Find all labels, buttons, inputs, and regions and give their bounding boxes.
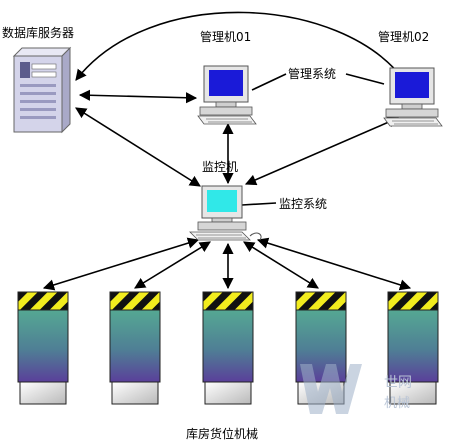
link-monitor-rack2 bbox=[134, 241, 211, 289]
label-mgmt-pc-02: 管理机02 bbox=[378, 30, 430, 44]
label-db-server: 数据库服务器 bbox=[2, 26, 75, 40]
rack-3 bbox=[202, 291, 254, 405]
watermark-text-top: 世网 bbox=[384, 375, 412, 391]
label-mgmt-system: 管理系统 bbox=[288, 67, 337, 81]
link-mgmt02-monitor bbox=[244, 116, 400, 186]
mgmt-pc-02 bbox=[383, 67, 443, 127]
arc-server-to-mgmt02 bbox=[75, 11, 405, 81]
leader-mgmt-system-02 bbox=[345, 73, 385, 85]
db-server bbox=[12, 46, 72, 134]
watermark-logo bbox=[300, 364, 362, 414]
label-monitor-pc: 监控机 bbox=[202, 160, 239, 174]
label-mgmt-pc-01: 管理机01 bbox=[200, 30, 252, 44]
label-monitor-system: 监控系统 bbox=[279, 197, 328, 211]
label-warehouse: 库房货位机械 bbox=[186, 427, 259, 441]
rack-5 bbox=[387, 291, 439, 405]
warehouse-racks bbox=[17, 291, 439, 405]
rack-1 bbox=[17, 291, 69, 405]
mgmt-pc-01 bbox=[197, 65, 257, 125]
link-monitor-rack5 bbox=[256, 237, 412, 291]
connections bbox=[42, 11, 412, 291]
link-monitor-rack4 bbox=[243, 241, 319, 289]
watermark-text-bottom: 机械 bbox=[384, 396, 411, 411]
monitor-pc bbox=[189, 185, 262, 241]
leader-monitor-system bbox=[241, 202, 277, 206]
link-server-mgmt01 bbox=[78, 89, 198, 104]
link-server-monitor bbox=[75, 107, 201, 187]
rack-2 bbox=[109, 291, 161, 405]
leader-mgmt-system-01 bbox=[251, 73, 287, 91]
